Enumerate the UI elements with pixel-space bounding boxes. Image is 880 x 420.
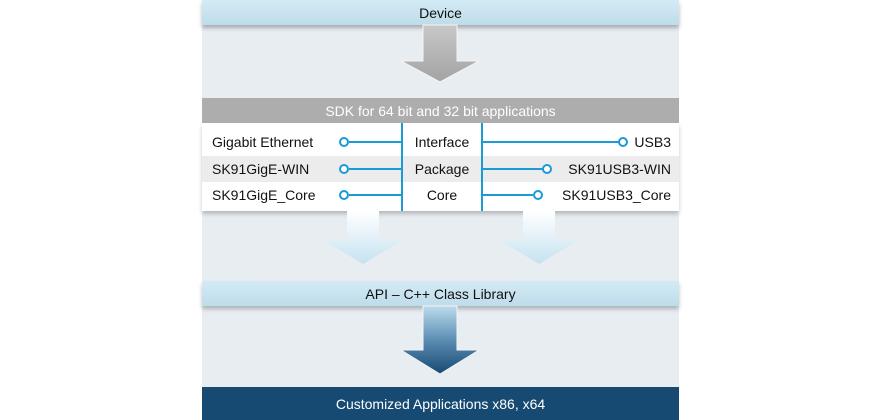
row-core: SK91GigE_Core Core SK91USB3_Core — [202, 182, 679, 208]
connector-line — [349, 141, 402, 143]
gige-interface-label: Gigabit Ethernet — [212, 134, 314, 150]
connector-dot — [339, 190, 349, 200]
connector-dot — [339, 164, 349, 174]
architecture-diagram: Device SDK for 64 bit and 32 bit applica… — [202, 0, 679, 420]
api-layer: API – C++ Class Library — [202, 281, 679, 306]
gige-package-label: SK91GigE-WIN — [212, 161, 310, 177]
arrow-device-to-sdk — [400, 24, 480, 83]
applications-layer: Customized Applications x86, x64 — [202, 387, 679, 420]
sdk-header: SDK for 64 bit and 32 bit applications — [202, 98, 679, 123]
arrow-usb3-to-api — [501, 211, 577, 264]
connector-dot — [533, 190, 543, 200]
connector-dot — [618, 137, 628, 147]
api-label: API – C++ Class Library — [365, 285, 516, 302]
device-label: Device — [419, 4, 462, 21]
connector-dot — [542, 164, 552, 174]
usb3-package-label: SK91USB3-WIN — [568, 161, 671, 177]
arrow-api-to-apps — [399, 305, 481, 375]
usb3-interface-label: USB3 — [634, 134, 671, 150]
gige-core-label: SK91GigE_Core — [212, 187, 316, 203]
bus-line-right — [481, 123, 483, 211]
interface-label: Interface — [414, 134, 470, 150]
device-layer: Device — [202, 0, 679, 25]
package-label: Package — [414, 161, 470, 177]
sdk-component-table: Gigabit Ethernet Interface USB3 SK91GigE… — [202, 123, 679, 211]
connector-line — [483, 194, 533, 196]
bus-line-left — [401, 123, 403, 211]
connector-dot — [339, 137, 349, 147]
connector-line — [349, 168, 402, 170]
arrow-gige-to-api — [325, 211, 401, 264]
row-interface: Gigabit Ethernet Interface USB3 — [202, 129, 679, 155]
connector-line — [349, 194, 402, 196]
apps-label: Customized Applications x86, x64 — [335, 395, 546, 412]
connector-line — [483, 168, 543, 170]
sdk-title: SDK for 64 bit and 32 bit applications — [325, 102, 556, 119]
row-package: SK91GigE-WIN Package SK91USB3-WIN — [202, 156, 679, 182]
core-label: Core — [426, 187, 458, 203]
usb3-core-label: SK91USB3_Core — [562, 187, 671, 203]
connector-line — [483, 141, 619, 143]
